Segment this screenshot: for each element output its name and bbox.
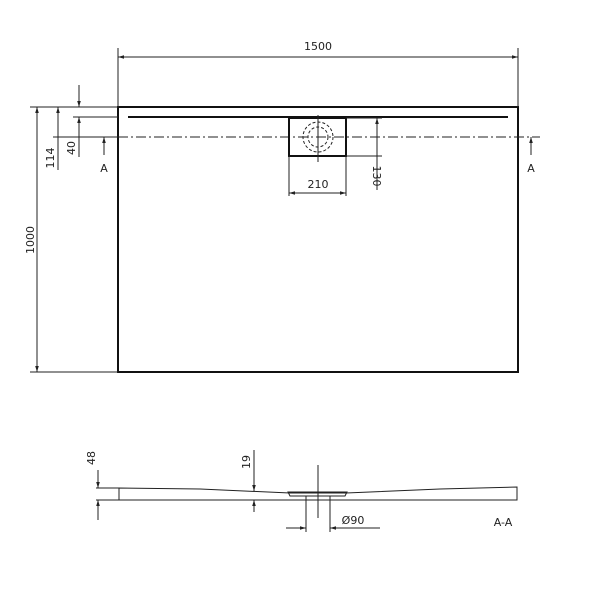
length-label: 1000 [24,226,37,254]
drain-height-label: 19 [240,455,253,469]
offset-40-label: 40 [65,141,78,155]
offset-114-label: 114 [44,148,57,169]
drain-diameter-label: Ø90 [342,514,365,527]
thickness-label: 48 [85,451,98,465]
drain-depth-label: 130 [370,166,383,187]
width-label: 1500 [304,40,332,53]
top-view: 1500 1000 114 40 A A 210 130 [24,40,540,373]
tray-outline [117,106,519,373]
section-marker-right: A [527,162,535,175]
section-marker-left: A [100,162,108,175]
section-view: 48 19 Ø90 A-A [85,450,518,532]
drain-width-label: 210 [308,178,329,191]
section-title: A-A [494,516,513,529]
